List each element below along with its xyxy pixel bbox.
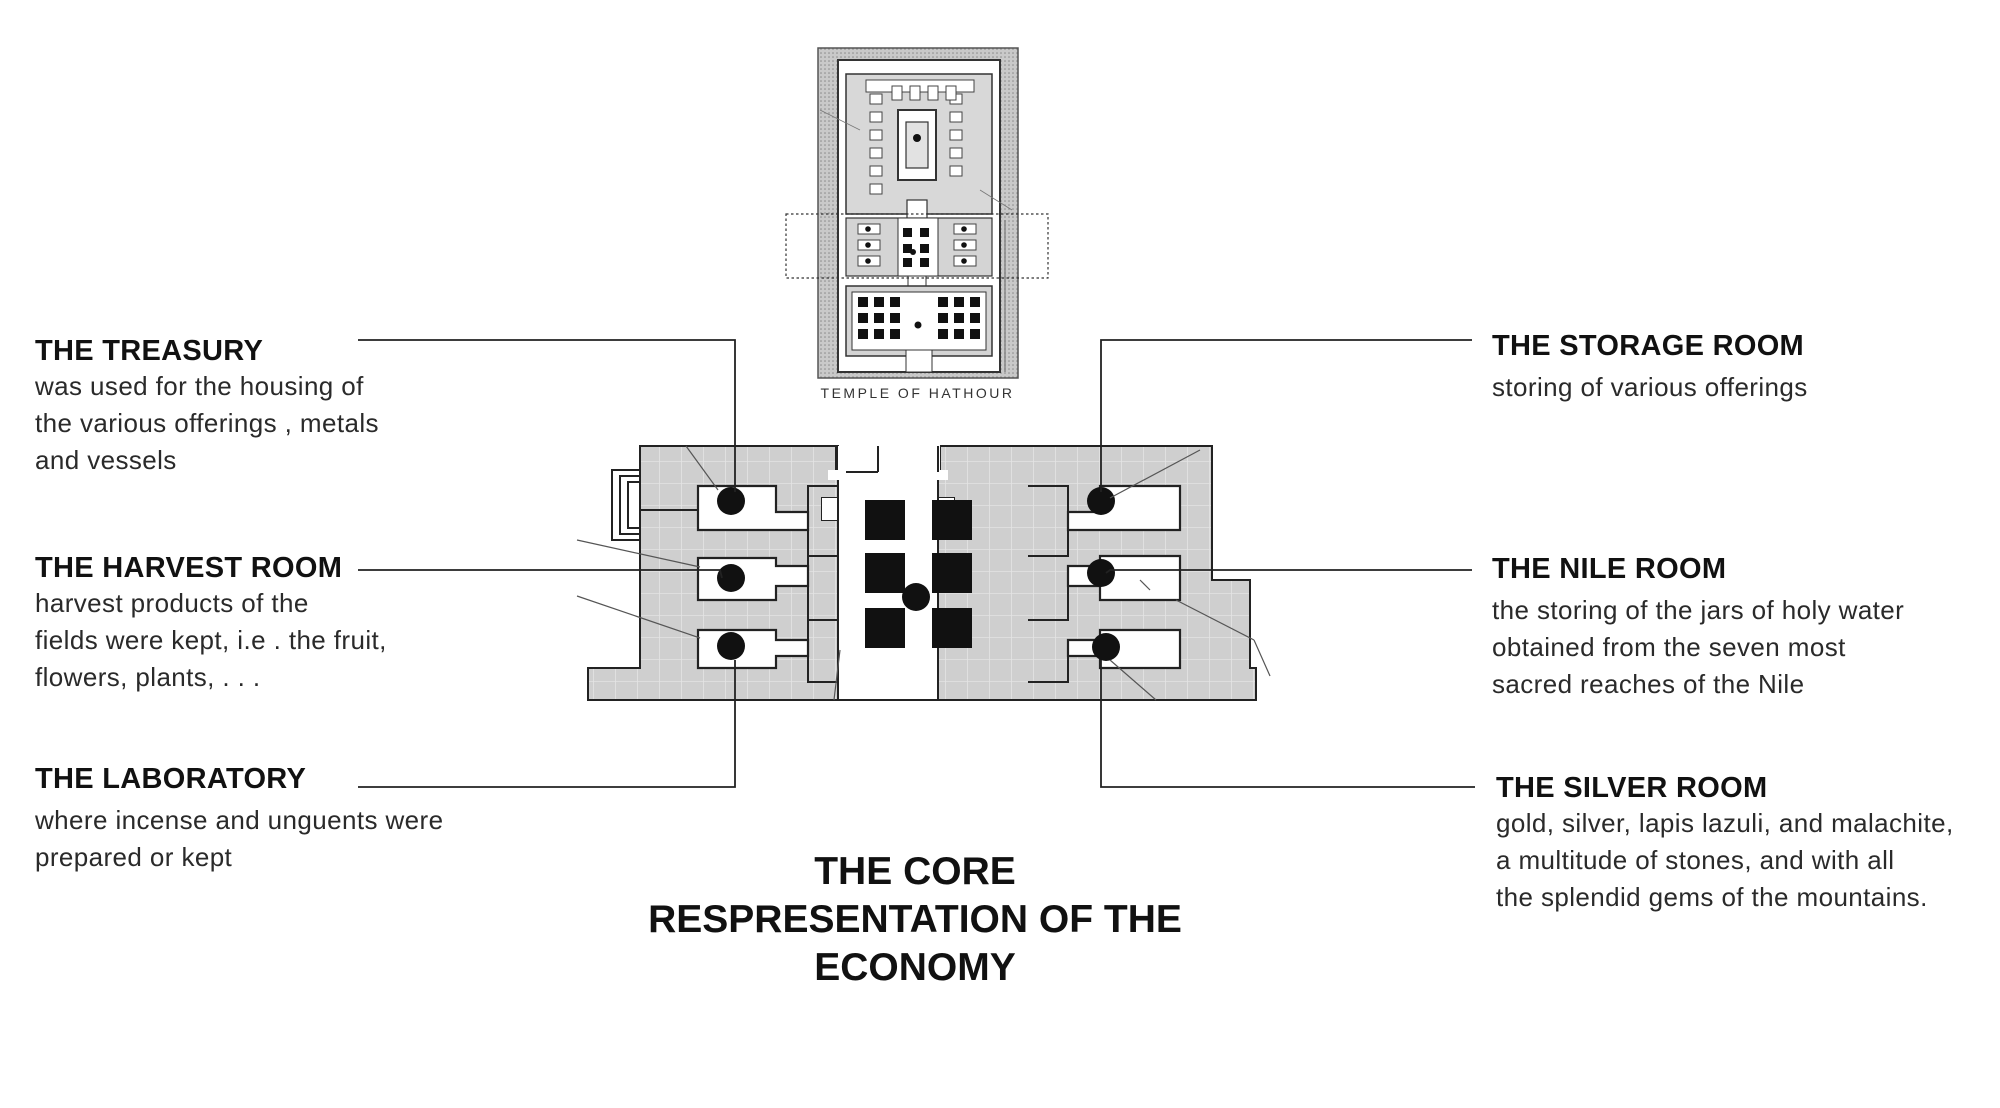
leader-storage [1100,339,1472,492]
room-description: harvest products of the fields were kept… [35,588,387,692]
highlight-box [785,213,1049,279]
room-description: the storing of the jars of holy water ob… [1492,595,1905,699]
room-title: THE LABORATORY [35,763,307,795]
room-treasury: THE TREASURY was used for the housing of… [35,335,379,479]
room-description: storing of various offerings [1492,372,1808,402]
room-description: gold, silver, lapis lazuli, and malachit… [1496,808,1954,912]
room-title: THE SILVER ROOM [1496,772,1768,804]
leader-lines [358,339,1475,788]
core-plan [576,440,1271,702]
leader-silver [1100,660,1475,788]
room-silver: THE SILVER ROOM gold, silver, lapis lazu… [1496,772,1954,916]
temple-caption: TEMPLE OF HATHOUR [820,385,1015,401]
room-description: was used for the housing of the various … [35,371,379,475]
leader-treasury [358,339,736,492]
leader-nile [1105,569,1472,574]
room-harvest: THE HARVEST ROOM harvest products of the… [35,552,387,696]
main-title: THE CORE RESPRESENTATION OF THE ECONOMY [648,850,1182,989]
leader-harvest [358,569,723,579]
room-nile: THE NILE ROOM the storing of the jars of… [1492,553,1904,703]
temple-plan-thumbnail [785,47,1049,379]
room-title: THE NILE ROOM [1492,553,1727,585]
room-title: THE STORAGE ROOM [1492,330,1805,362]
room-storage: THE STORAGE ROOM storing of various offe… [1492,330,1808,406]
leader-laboratory [358,660,736,788]
room-laboratory: THE LABORATORY where incense and unguent… [35,763,443,876]
room-title: THE TREASURY [35,335,264,367]
room-title: THE HARVEST ROOM [35,552,343,584]
room-description: where incense and unguents were prepared… [35,805,444,872]
